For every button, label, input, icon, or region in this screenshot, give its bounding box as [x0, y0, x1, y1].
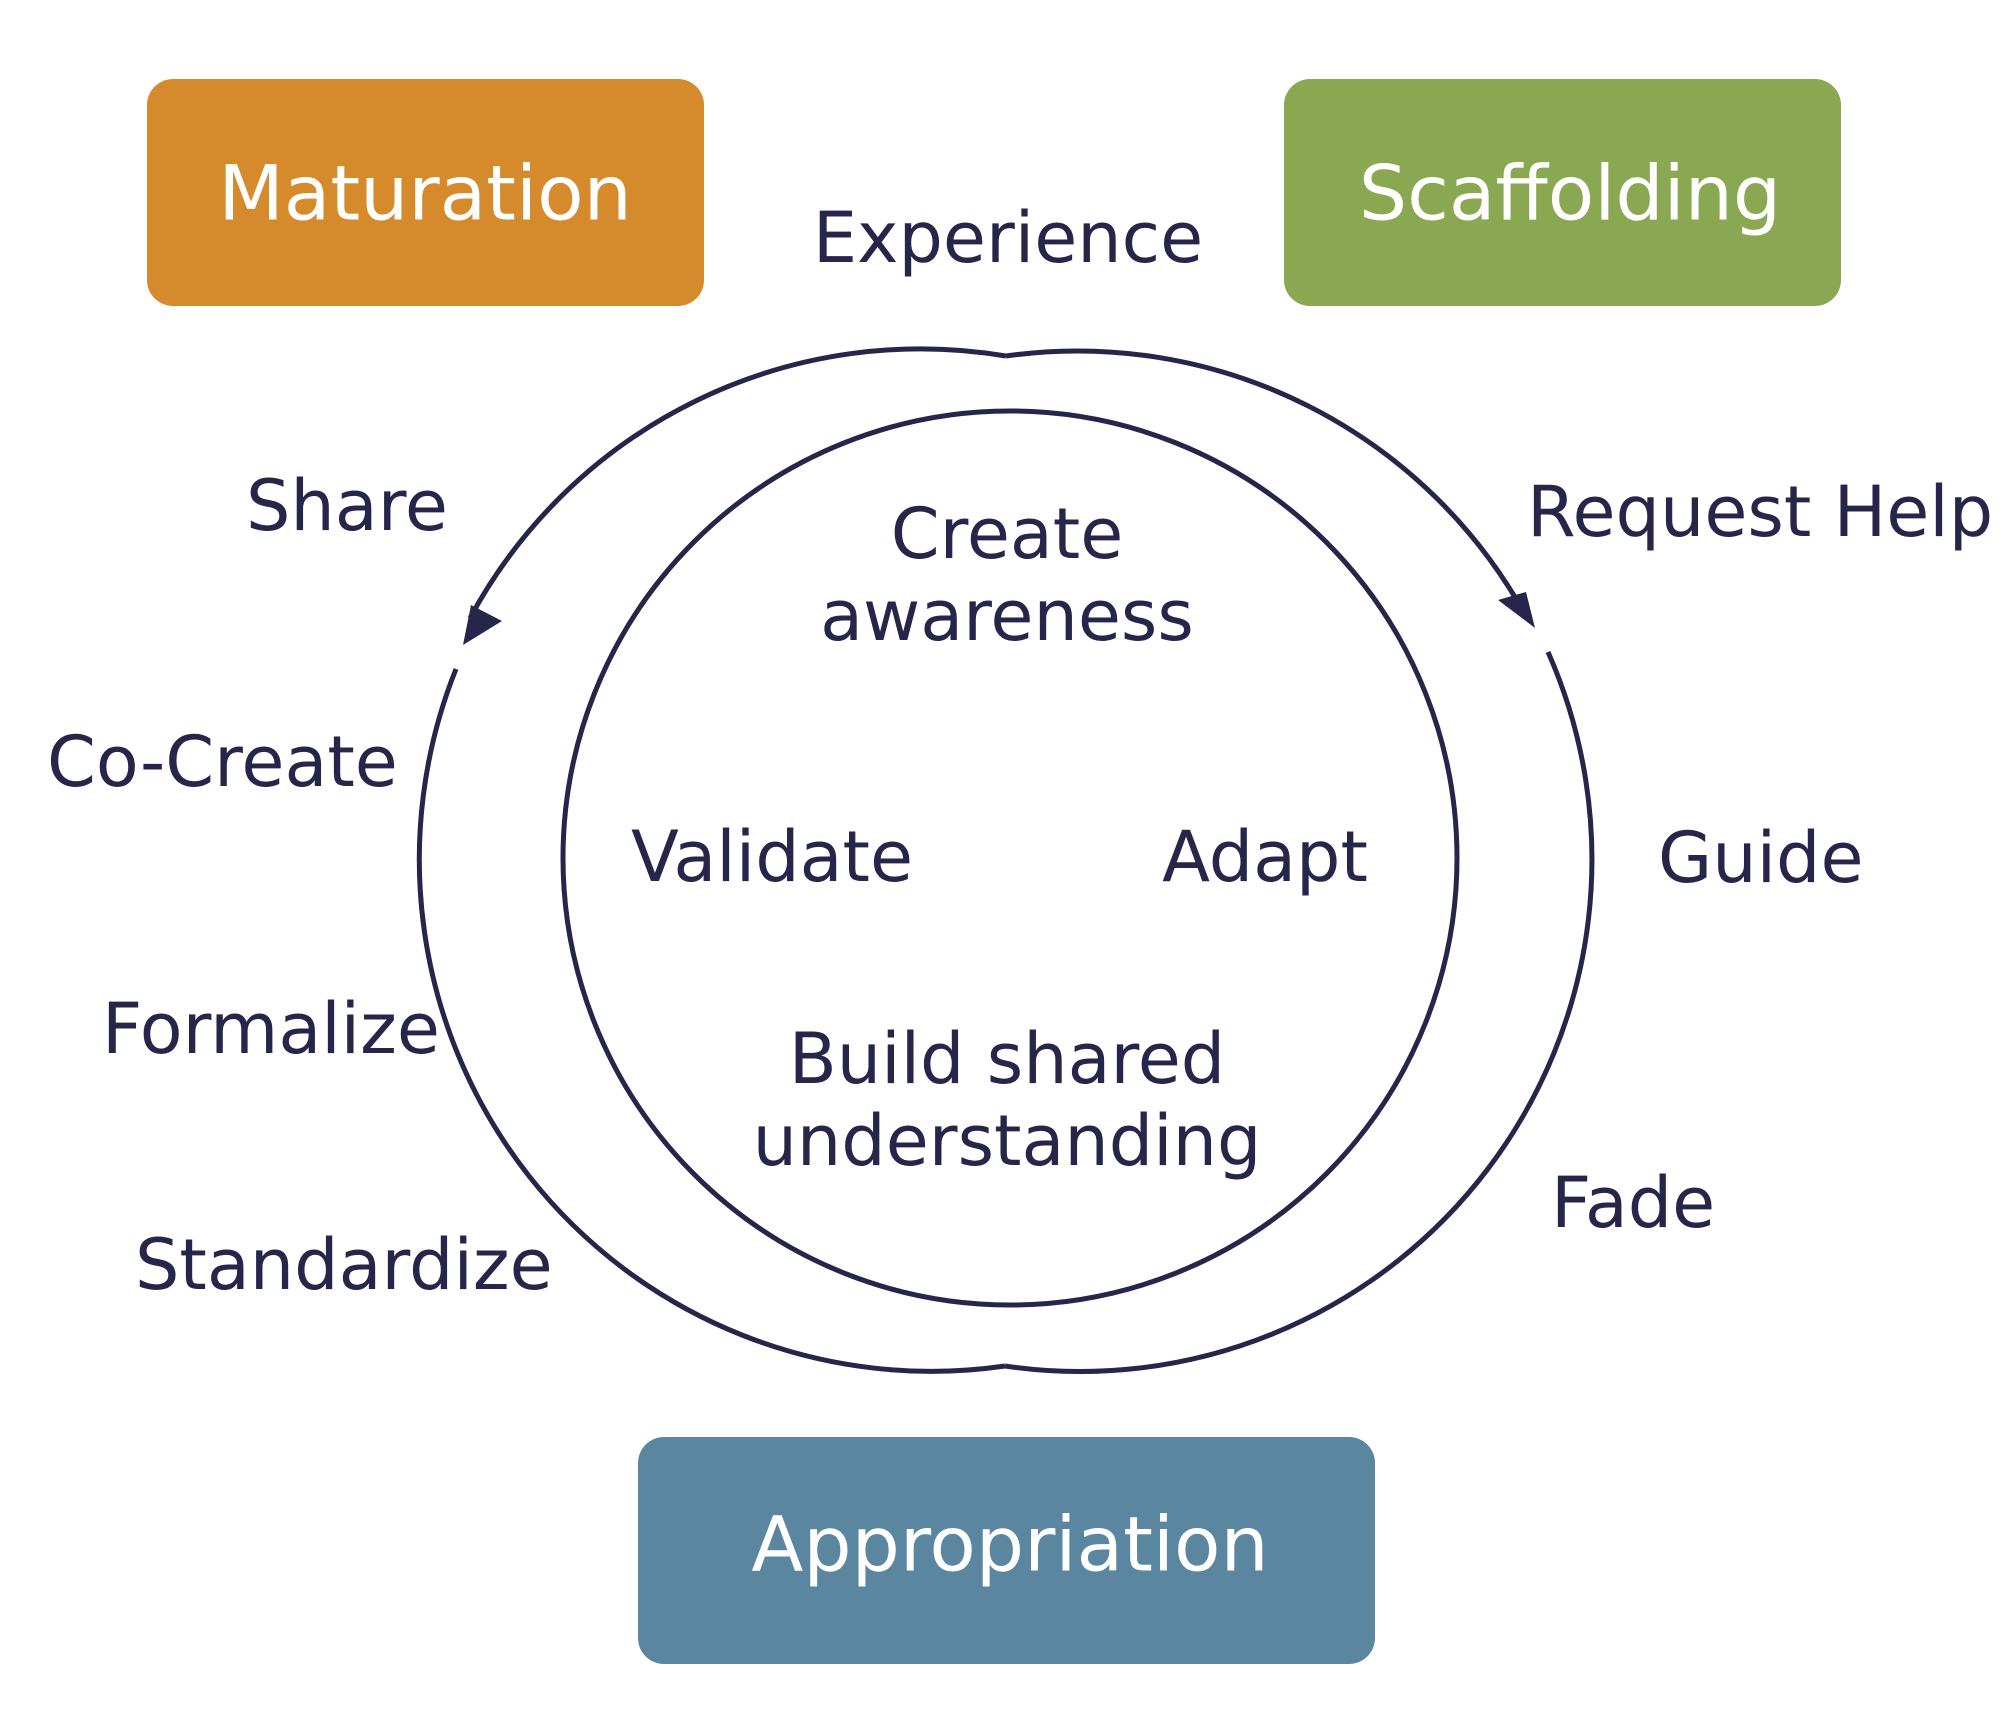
- guide-label: Guide: [1658, 817, 1864, 899]
- scaffolding-label: Scaffolding: [1359, 149, 1781, 238]
- right-arrow-arc: [1005, 348, 1530, 620]
- appropriation-box-bg: [638, 1437, 1375, 1664]
- left-arrowhead-icon: [463, 605, 502, 645]
- appropriation-box: Appropriation: [638, 1437, 1375, 1664]
- co-create-label: Co-Create: [47, 721, 398, 803]
- left-outer-arc: [416, 668, 1006, 1374]
- fade-label: Fade: [1551, 1162, 1715, 1244]
- inner-circle: [560, 408, 1460, 1308]
- left-arrow-arc: [467, 346, 1007, 620]
- adapt-label: Adapt: [1162, 816, 1368, 898]
- formalize-label: Formalize: [102, 988, 440, 1070]
- appropriation-label: Appropriation: [751, 1500, 1268, 1589]
- standardize-label: Standardize: [135, 1224, 553, 1306]
- maturation-box-bg: [147, 79, 704, 306]
- request-help-label: Request Help: [1527, 471, 1993, 553]
- build-shared-line2: understanding: [753, 1100, 1262, 1182]
- experience-label: Experience: [813, 197, 1203, 279]
- create-awareness-line2: awareness: [820, 575, 1194, 657]
- create-awareness-line1: Create: [891, 493, 1124, 575]
- share-label: Share: [246, 465, 448, 547]
- right-arrowhead-icon: [1498, 592, 1535, 628]
- scaffolding-box-bg: [1284, 79, 1841, 306]
- scaffolding-box: Scaffolding: [1284, 79, 1841, 306]
- build-shared-line1: Build shared: [789, 1018, 1225, 1100]
- maturation-label: Maturation: [218, 149, 632, 238]
- right-outer-arc: [1004, 650, 1595, 1375]
- validate-label: Validate: [631, 816, 913, 898]
- maturation-box: Maturation: [147, 79, 704, 306]
